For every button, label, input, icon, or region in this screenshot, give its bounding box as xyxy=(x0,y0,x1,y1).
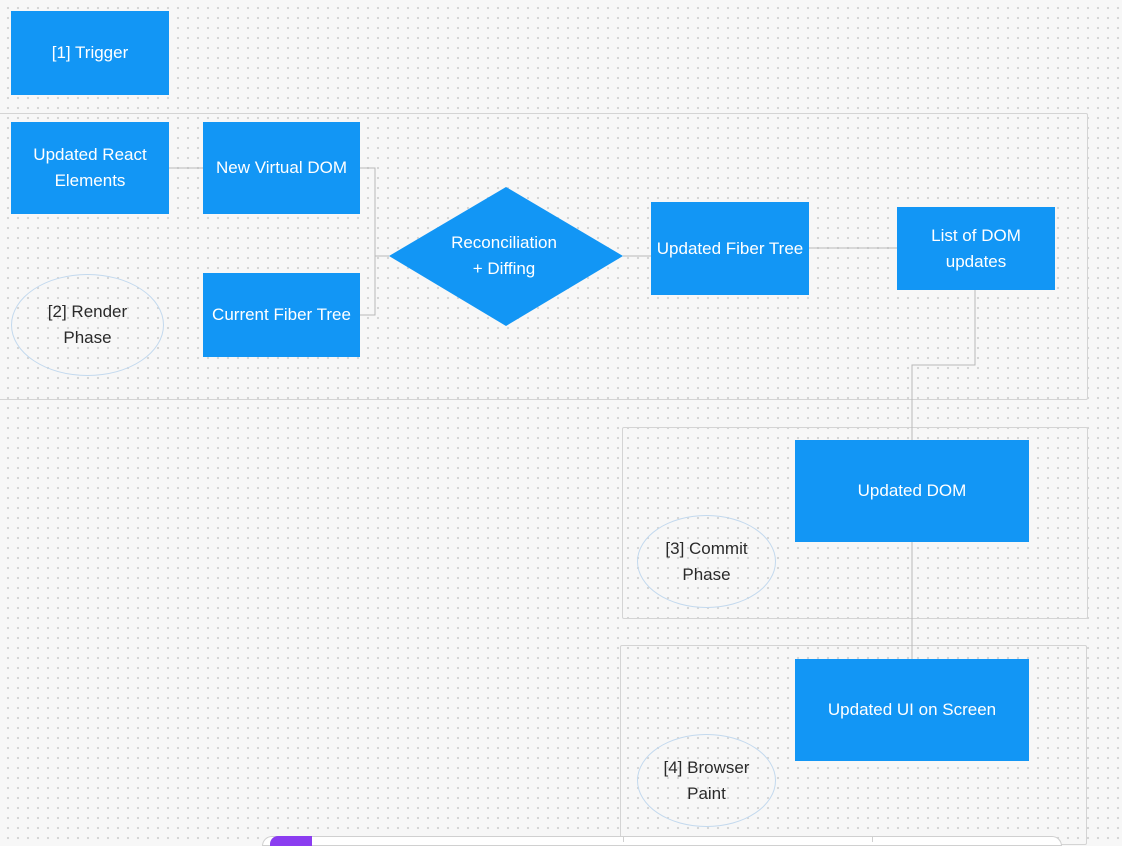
toolbar-divider xyxy=(872,836,873,842)
updated-react-elements-node[interactable]: Updated React Elements xyxy=(11,122,169,214)
render-phase-frame xyxy=(0,113,1088,400)
bottom-toolbar[interactable] xyxy=(262,836,1062,846)
updated-fiber-tree-node[interactable]: Updated Fiber Tree xyxy=(651,202,809,295)
connector-list-to-dom xyxy=(911,290,976,440)
updated-dom-node[interactable]: Updated DOM xyxy=(795,440,1029,542)
browser-paint-label[interactable]: [4] Browser Paint xyxy=(637,734,776,827)
reconciliation-diamond[interactable] xyxy=(389,187,623,326)
connector-vdom-to-reconciliation xyxy=(360,167,389,257)
new-virtual-dom-node[interactable]: New Virtual DOM xyxy=(203,122,360,214)
render-phase-label[interactable]: [2] Render Phase xyxy=(11,274,164,376)
reconciliation-label[interactable]: Reconciliation + Diffing xyxy=(451,233,557,278)
commit-phase-label[interactable]: [3] Commit Phase xyxy=(637,515,776,608)
commit-phase-frame xyxy=(622,427,1088,619)
connector-fiber-to-reconciliation xyxy=(360,256,376,316)
toolbar-accent-button[interactable] xyxy=(270,836,312,846)
current-fiber-tree-node[interactable]: Current Fiber Tree xyxy=(203,273,360,357)
trigger-node[interactable]: [1] Trigger xyxy=(11,11,169,95)
toolbar-divider xyxy=(623,836,624,842)
updated-ui-on-screen-node[interactable]: Updated UI on Screen xyxy=(795,659,1029,761)
list-of-dom-updates-node[interactable]: List of DOM updates xyxy=(897,207,1055,290)
